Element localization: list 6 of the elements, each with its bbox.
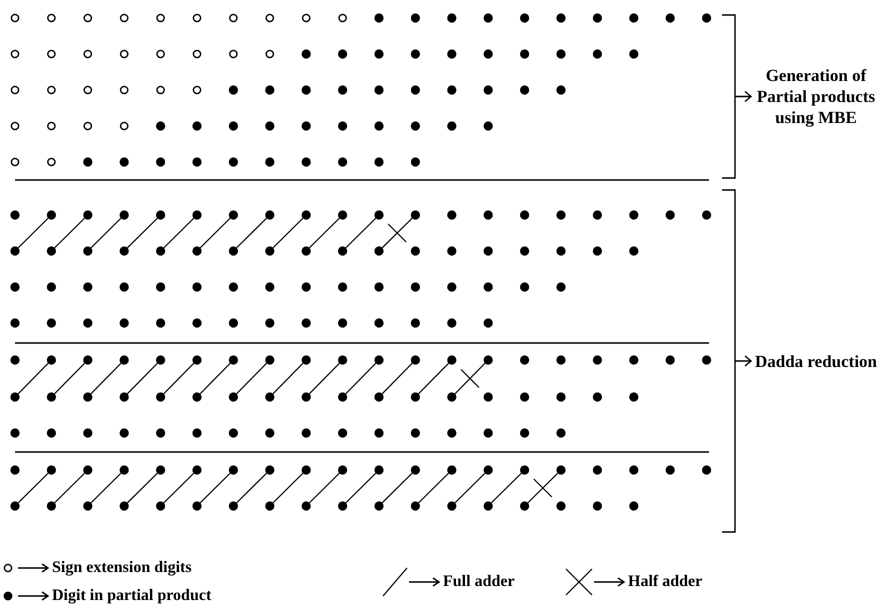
legend-label: Half adder (628, 573, 702, 591)
section-label: Generation of Partial products using MBE (756, 65, 876, 128)
section-label: Dadda reduction (754, 350, 878, 372)
legend-label: Digit in partial product (52, 587, 212, 605)
legend-label: Sign extension digits (52, 559, 192, 577)
legend-label: Full adder (443, 573, 515, 591)
